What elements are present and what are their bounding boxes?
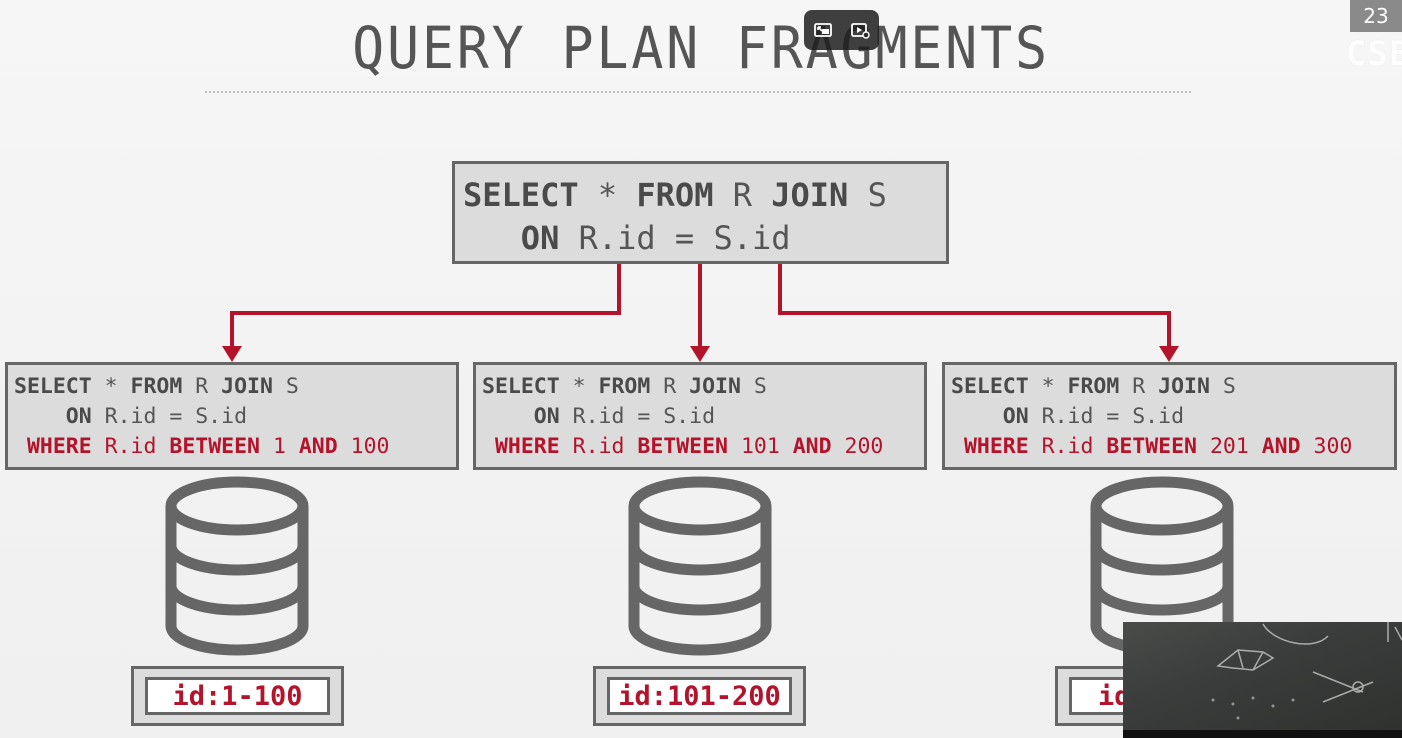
database-icon xyxy=(162,476,312,656)
main-query-line-1: SELECT * FROM R JOIN S xyxy=(463,174,946,217)
partition-label-1: id:1-100 xyxy=(131,666,344,726)
main-query-box: SELECT * FROM R JOIN S ON R.id = S.id xyxy=(452,161,949,264)
main-query-line-2: ON R.id = S.id xyxy=(463,217,946,260)
fragment-query-box-1: SELECT * FROM R JOIN S ON R.id = S.id WH… xyxy=(5,362,459,470)
partition-label-2: id:101-200 xyxy=(593,666,806,726)
arrowhead-3 xyxy=(1159,346,1179,362)
chalkboard-sketch xyxy=(1123,622,1402,738)
database-icon xyxy=(625,476,775,656)
arrow-to-fragment-3 xyxy=(780,264,1169,350)
where-clause: WHERE R.id BETWEEN 101 AND 200 xyxy=(482,432,924,462)
arrowhead-1 xyxy=(222,346,242,362)
where-clause: WHERE R.id BETWEEN 201 AND 300 xyxy=(951,432,1394,462)
where-clause: WHERE R.id BETWEEN 1 AND 100 xyxy=(14,432,456,462)
webcam-overlay xyxy=(1123,622,1402,738)
fragment-query-box-2: SELECT * FROM R JOIN S ON R.id = S.id WH… xyxy=(473,362,927,470)
webcam-bottom-bar xyxy=(1123,730,1402,738)
fragment-query-box-3: SELECT * FROM R JOIN S ON R.id = S.id WH… xyxy=(942,362,1397,470)
arrow-to-fragment-1 xyxy=(232,264,619,350)
arrowhead-2 xyxy=(690,346,710,362)
